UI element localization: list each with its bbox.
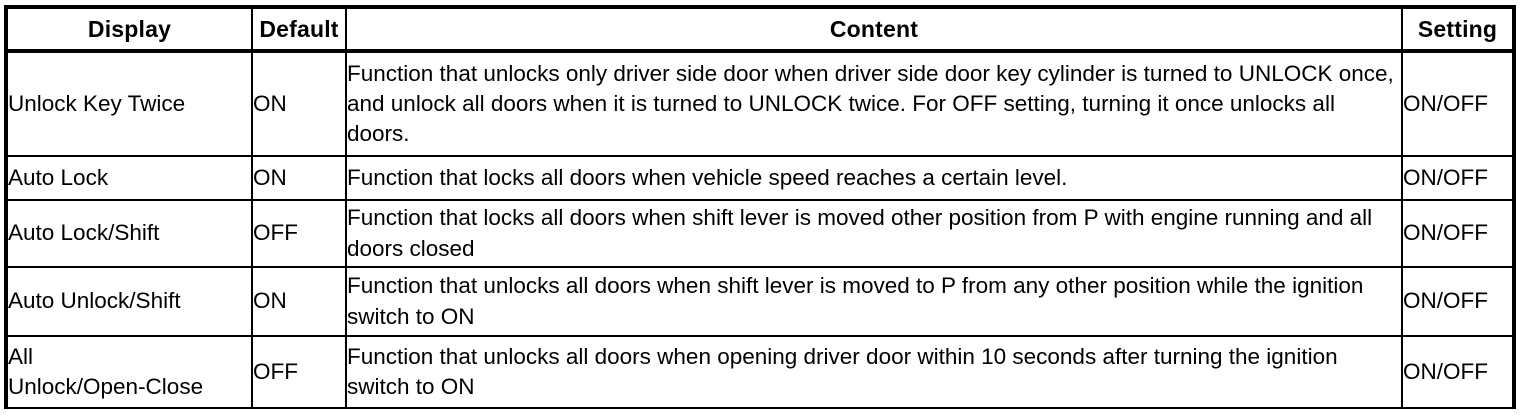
content-text: Function that locks all doors when vehic… [347,164,1068,190]
settings-table-container: Display Default Content Setting Unlock K… [4,5,1516,409]
cell-setting: ON/OFF [1401,50,1512,157]
table-row: Unlock Key Twice ON Function that unlock… [8,50,1512,157]
content-text: Function that unlocks all doors when ope… [347,343,1338,399]
table-row: All Unlock/Open-Close OFF Function that … [8,335,1512,407]
content-text: Function that unlocks only driver side d… [347,60,1394,147]
column-header-default: Default [251,9,347,53]
cell-content: Function that locks all doors when shift… [345,199,1403,268]
cell-display: Unlock Key Twice [8,50,253,157]
table-row: Auto Lock ON Function that locks all doo… [8,155,1512,201]
door-lock-settings-table: Display Default Content Setting Unlock K… [8,9,1512,407]
table-header: Display Default Content Setting [8,9,1512,53]
cell-default: OFF [251,199,347,268]
cell-display: Auto Lock [8,155,253,201]
cell-default: OFF [251,335,347,407]
column-header-display: Display [8,9,253,53]
cell-content: Function that unlocks all doors when shi… [345,266,1403,337]
cell-content: Function that unlocks only driver side d… [345,50,1403,157]
cell-setting: ON/OFF [1401,199,1512,268]
display-name: Auto Unlock/Shift [8,288,181,314]
cell-content: Function that locks all doors when vehic… [345,155,1403,201]
table-row: Auto Lock/Shift OFF Function that locks … [8,199,1512,268]
cell-setting: ON/OFF [1401,155,1512,201]
display-name-line2: Unlock/Open-Close [8,374,204,399]
column-header-setting: Setting [1401,9,1512,53]
content-text: Function that unlocks all doors when shi… [347,273,1364,329]
display-name: Auto Lock [8,164,109,190]
display-name: Auto Lock/Shift [8,220,160,246]
column-header-content: Content [345,9,1403,53]
table-header-row: Display Default Content Setting [8,9,1512,53]
cell-default: ON [251,266,347,337]
cell-setting: ON/OFF [1401,266,1512,337]
cell-default: ON [251,155,347,201]
cell-content: Function that unlocks all doors when ope… [345,335,1403,407]
cell-display: All Unlock/Open-Close [8,335,253,407]
content-text: Function that locks all doors when shift… [347,205,1373,261]
table-row: Auto Unlock/Shift ON Function that unloc… [8,266,1512,337]
display-name: All [8,343,34,369]
table-body: Unlock Key Twice ON Function that unlock… [8,50,1512,407]
cell-default: ON [251,50,347,157]
cell-display: Auto Lock/Shift [8,199,253,268]
cell-display: Auto Unlock/Shift [8,266,253,337]
cell-setting: ON/OFF [1401,335,1512,407]
display-name: Unlock Key Twice [8,90,186,116]
